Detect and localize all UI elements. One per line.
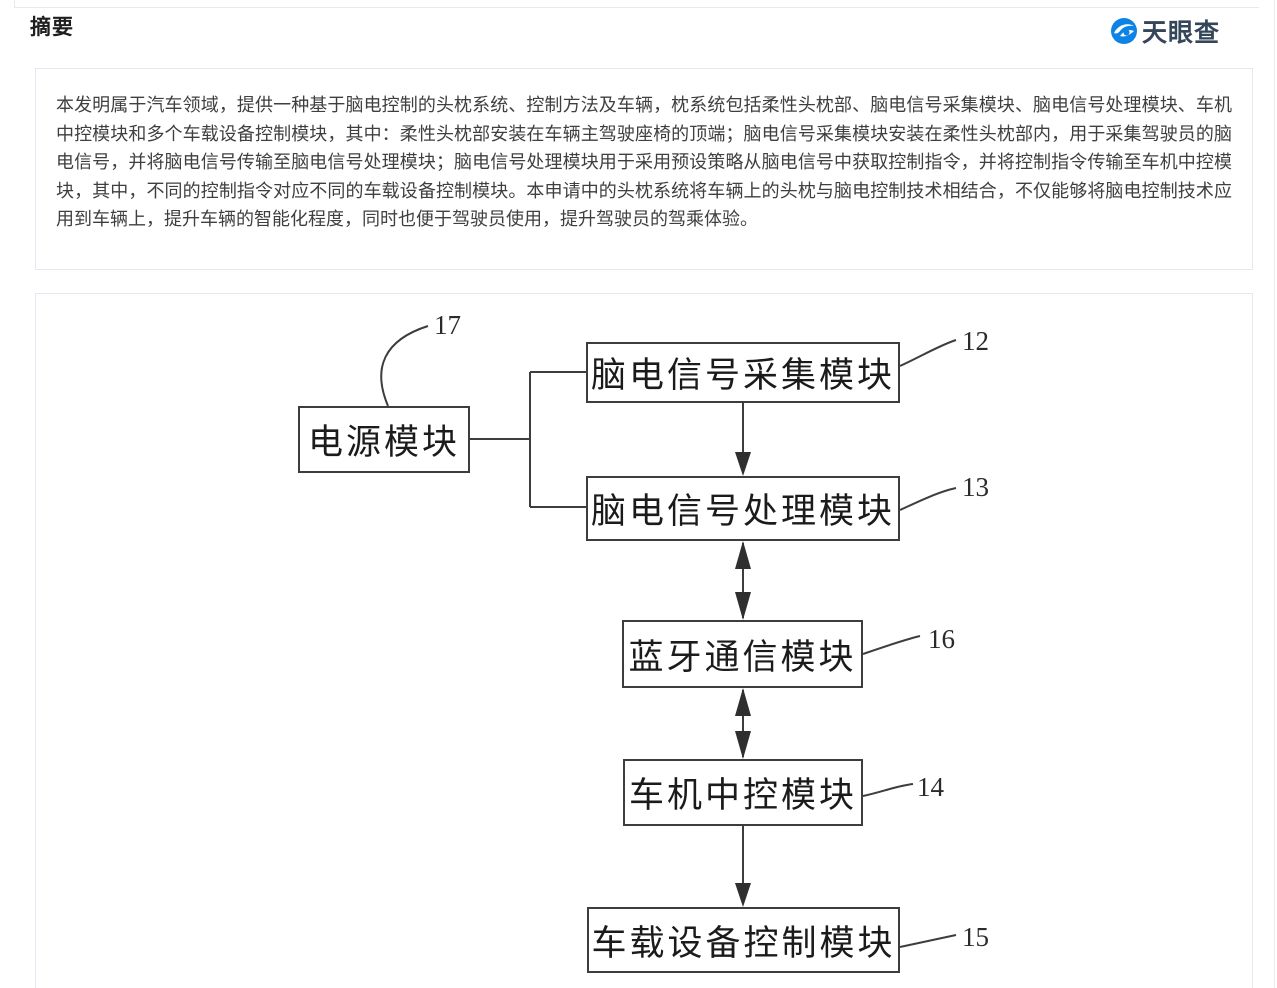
arrow-head-to-device (735, 826, 751, 907)
tianyancha-logo-text: 天眼查 (1141, 19, 1220, 47)
page-title: 摘要 (30, 16, 74, 39)
figure-box-vehicle-device-ctrl: 车载设备控制模块 (587, 907, 900, 973)
abstract-card: 本发明属于汽车领域，提供一种基于脑电控制的头枕系统、控制方法及车辆，枕系统包括柔… (35, 68, 1253, 270)
ref-label-16: 16 (928, 624, 955, 654)
leader-14 (862, 783, 914, 797)
figure-box-eeg-processing: 脑电信号处理模块 (586, 476, 900, 541)
figure-box-power-module: 电源模块 (298, 406, 470, 473)
top-left-border-stub (14, 0, 15, 7)
figure-connectors: 17 12 13 16 14 15 (380, 310, 989, 952)
leader-13 (899, 487, 957, 511)
section-header: 摘要 天眼查 (30, 11, 1247, 47)
ref-label-17: 17 (434, 310, 461, 340)
ref-label-14: 14 (917, 772, 945, 802)
ref-label-12: 12 (962, 326, 989, 356)
top-divider-line (14, 7, 1259, 8)
ref-leader-lines (380, 325, 957, 948)
arrow-bt-head-bidirectional (735, 688, 751, 759)
ref-label-13: 13 (962, 472, 989, 502)
leader-16 (862, 635, 921, 655)
patent-figure-card: 17 12 13 16 14 15 电源模块 脑电信号采集模块 脑电信号处理模块… (35, 293, 1253, 988)
leader-12 (899, 339, 957, 367)
leader-17 (380, 325, 429, 407)
abstract-text: 本发明属于汽车领域，提供一种基于脑电控制的头枕系统、控制方法及车辆，枕系统包括柔… (56, 95, 1232, 229)
patent-block-diagram: 17 12 13 16 14 15 电源模块 脑电信号采集模块 脑电信号处理模块… (36, 294, 1252, 988)
leader-15 (899, 934, 957, 948)
arrow-proc-bt-bidirectional (735, 541, 751, 620)
page-right-border (1274, 0, 1275, 988)
arrow-acq-to-proc (735, 403, 751, 476)
tianyancha-logo[interactable]: 天眼查 (1110, 13, 1220, 49)
figure-box-bluetooth-module: 蓝牙通信模块 (622, 620, 863, 688)
power-connector-lines (470, 371, 586, 508)
figure-box-eeg-acquisition: 脑电信号采集模块 (586, 342, 900, 403)
figure-box-head-unit-control: 车机中控模块 (623, 759, 863, 826)
ref-label-15: 15 (962, 922, 989, 952)
tianyancha-eye-icon (1110, 18, 1137, 44)
